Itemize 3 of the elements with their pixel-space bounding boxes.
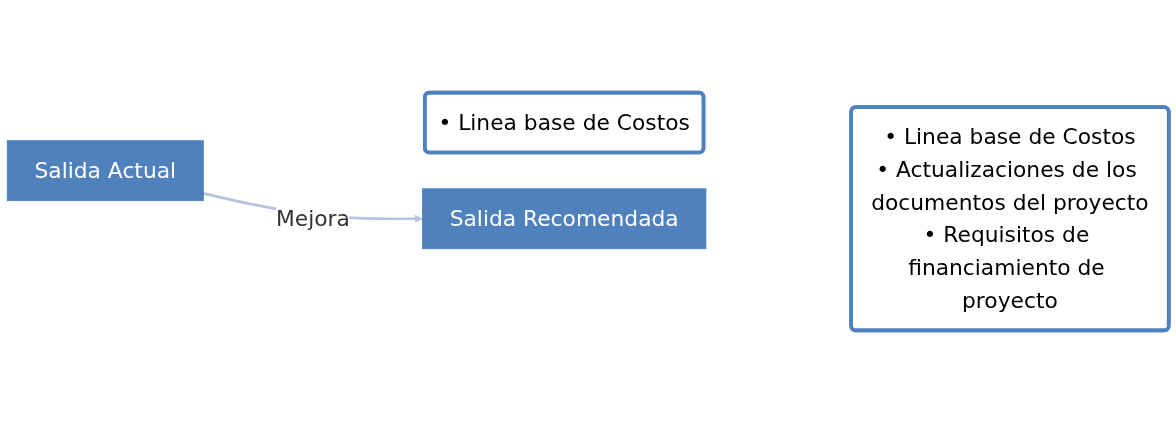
node-box: Salida Actual	[6, 140, 204, 202]
node-box: Salida Recomendada	[421, 188, 707, 250]
edge-label: Mejora	[275, 206, 350, 232]
